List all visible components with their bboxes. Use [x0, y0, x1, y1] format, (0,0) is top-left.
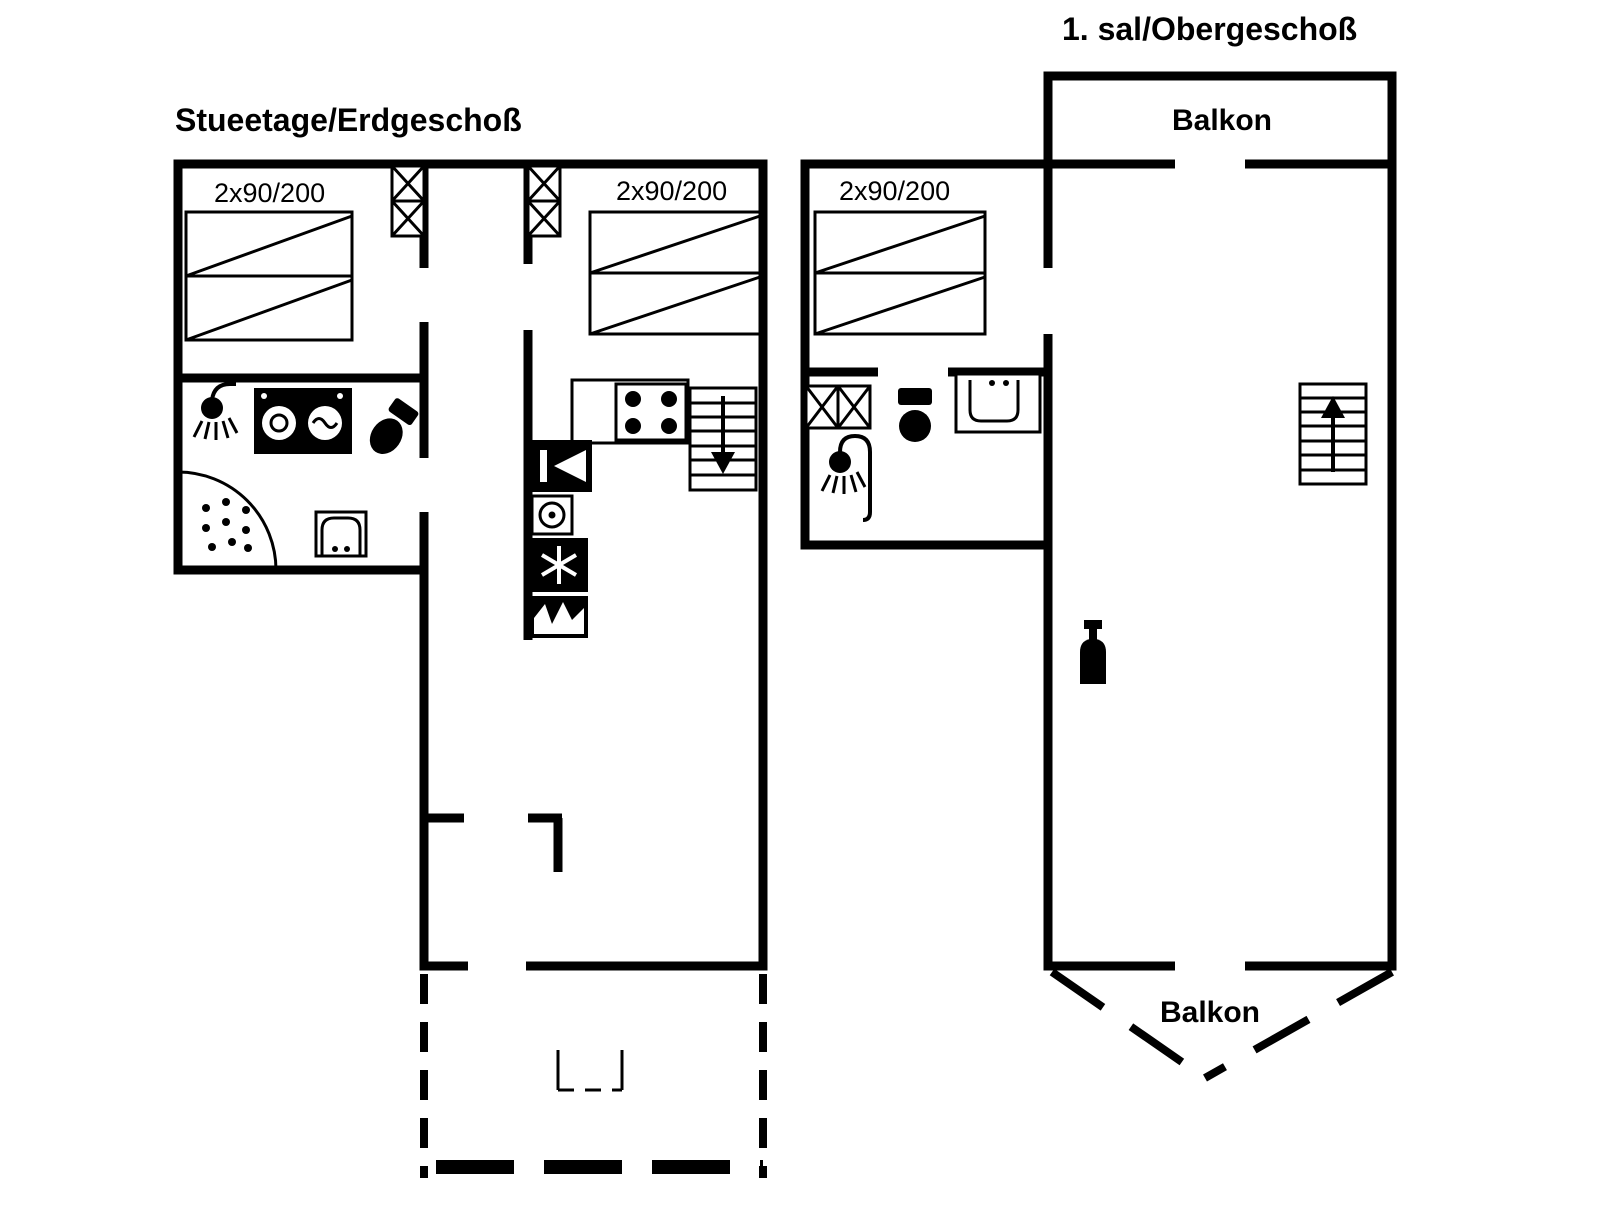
floor-plan-first: 1. sal/Obergeschoß Balkon 2x90/200: [800, 11, 1397, 1082]
first-outer-walls: [800, 159, 1397, 971]
toilet-icon: [369, 398, 419, 454]
bottle-icon: [1080, 620, 1106, 684]
wardrobe-icon: [526, 164, 562, 238]
stairs-up-icon: [1298, 382, 1368, 486]
entrance-walls: [424, 813, 563, 872]
bed-size-label: 2x90/200: [616, 176, 727, 206]
front-door-opening: [468, 958, 526, 974]
first-interior-walls: [805, 164, 1053, 545]
first-floor-title: 1. sal/Obergeschoß: [1062, 11, 1357, 47]
wardrobe-icon: [804, 384, 872, 430]
balcony-top: Balkon: [1043, 71, 1397, 164]
ground-floor-title: Stueetage/Erdgeschoß: [175, 102, 522, 138]
bed-icon: [813, 210, 987, 336]
bed-icon: [184, 210, 354, 342]
ground-outer-walls: [173, 159, 768, 971]
freezer-icon: [530, 538, 588, 592]
toilet-icon: [898, 388, 932, 442]
shower-icon: [192, 382, 239, 440]
stairs-down-icon: [688, 386, 758, 492]
floor-plan-ground: Stueetage/Erdgeschoß 2x90/200 2x90/200: [173, 102, 768, 1178]
stove-icon: [614, 382, 688, 442]
bed-icon: [588, 210, 762, 336]
balcony-bottom: Balkon: [1049, 968, 1394, 1082]
washer-dryer-icon: [254, 388, 352, 454]
terrace-outline: [420, 974, 767, 1178]
balcony-bottom-label: Balkon: [1160, 996, 1260, 1029]
wardrobe-icon: [390, 164, 426, 238]
shower-icon: [820, 433, 872, 522]
dishwasher-icon: [530, 494, 574, 536]
balcony-top-label: Balkon: [1172, 104, 1272, 137]
bed-size-label: 2x90/200: [214, 178, 325, 208]
fireplace-icon: [530, 596, 588, 638]
washbasin-icon: [954, 372, 1042, 434]
bed-size-label: 2x90/200: [839, 176, 950, 206]
washbasin-icon: [314, 510, 368, 558]
shower-tray-icon: [177, 470, 278, 571]
tv-icon: [532, 440, 592, 492]
